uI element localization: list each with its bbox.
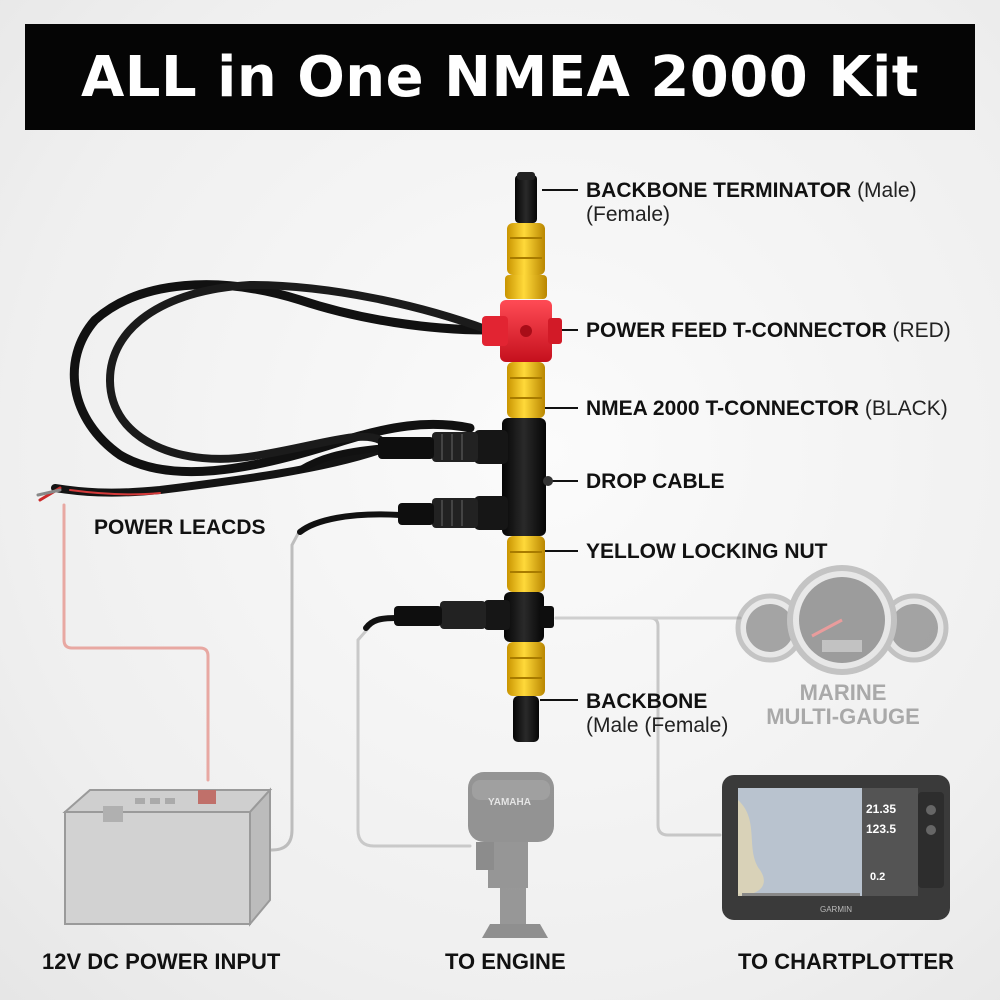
label-power-feed: POWER FEED T-CONNECTOR (RED) <box>586 319 951 342</box>
label-marine-multi-gauge: MARINE MULTI-GAUGE <box>766 680 920 729</box>
label-to-engine: TO ENGINE <box>445 949 566 974</box>
yellow-nut-1 <box>507 223 545 275</box>
chartplotter-image: 21.35 123.5 0.2 GARMIN <box>722 775 950 920</box>
label-12v-dc-power-input: 12V DC POWER INPUT <box>42 949 281 974</box>
drop-connector-1 <box>432 432 478 462</box>
bottom-terminator <box>513 696 539 742</box>
label-to-chartplotter: TO CHARTPLOTTER <box>738 949 954 974</box>
power-lead-cable <box>36 280 493 502</box>
guide-lines <box>62 503 742 852</box>
yellow-nut-2 <box>507 362 545 418</box>
plotter-brand: GARMIN <box>820 905 852 914</box>
backbone-stack <box>378 172 562 742</box>
marine-multi-gauge <box>735 565 949 675</box>
label-drop-cable: DROP CABLE <box>586 470 725 493</box>
yellow-nut-4 <box>507 642 545 696</box>
nmea-t-connector-single <box>504 592 544 642</box>
battery-image <box>62 787 273 927</box>
label-nmea-t-connector: NMEA 2000 T-CONNECTOR (BLACK) <box>586 397 948 420</box>
outboard-engine-image: YAMAHA <box>468 772 554 938</box>
plotter-readout-3: 0.2 <box>870 871 885 883</box>
drop-connector-2 <box>432 498 478 528</box>
label-backbone-terminator: BACKBONE TERMINATOR (Male) (Female) <box>586 179 917 226</box>
nmea-t-connector-double <box>502 418 546 536</box>
plotter-readout-1: 21.35 <box>866 802 896 816</box>
page-title: ALL in One NMEA 2000 Kit <box>80 44 920 110</box>
drop-cables <box>296 444 403 631</box>
engine-brand: YAMAHA <box>488 797 531 808</box>
plotter-readout-2: 123.5 <box>866 822 896 836</box>
label-power-leads: POWER LEACDS <box>94 516 266 539</box>
label-yellow-locking-nut: YELLOW LOCKING NUT <box>586 540 828 563</box>
title-banner: ALL in One NMEA 2000 Kit <box>25 24 975 130</box>
top-terminator <box>515 175 537 223</box>
yellow-nut-3 <box>507 536 545 592</box>
leader-lines <box>540 189 578 701</box>
label-backbone: BACKBONE (Male (Female) <box>586 690 729 737</box>
